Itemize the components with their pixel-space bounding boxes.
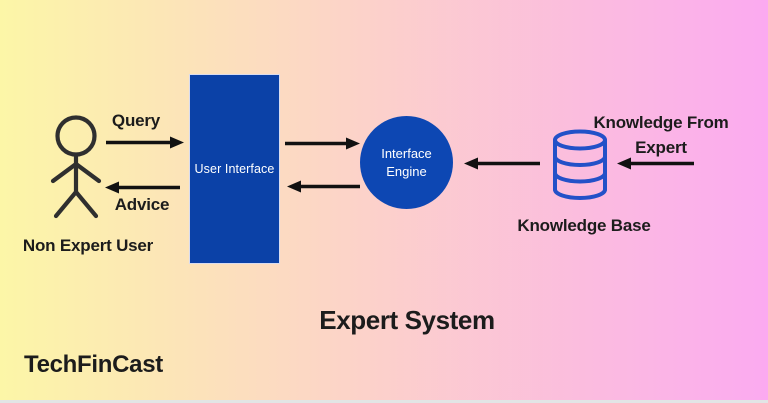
bottom-edge-strip	[0, 400, 768, 403]
person-icon	[50, 115, 102, 219]
interface-engine-label-line1: Interface	[381, 145, 432, 161]
advice-arrow-left-icon	[105, 181, 180, 194]
diagram-title: Expert System	[319, 305, 495, 335]
query-arrow-right-icon	[106, 136, 184, 149]
expert-to-kb-arrow-icon	[617, 157, 694, 170]
ui-to-engine-arrow-icon	[285, 137, 360, 150]
user-interface-label: User Interface	[194, 162, 275, 176]
kb-to-engine-arrow-icon	[464, 157, 540, 170]
query-label: Query	[111, 111, 161, 130]
knowledge-from-expert-line1: Knowledge From	[593, 113, 729, 132]
knowledge-from-expert-label: Knowledge From Expert	[593, 110, 728, 160]
knowledge-from-expert-line2: Expert	[635, 138, 687, 157]
interface-engine-label-line2: Engine	[386, 163, 427, 179]
advice-label: Advice	[114, 195, 170, 214]
engine-to-ui-arrow-icon	[287, 180, 360, 193]
non-expert-user-label: Non Expert User	[22, 236, 154, 255]
interface-engine-circle: Interface Engine	[360, 116, 453, 209]
user-interface-box: User Interface	[189, 74, 280, 264]
knowledge-base-label: Knowledge Base	[517, 216, 651, 235]
brand-logo-text: TechFinCast	[24, 351, 163, 378]
database-icon	[553, 129, 607, 200]
